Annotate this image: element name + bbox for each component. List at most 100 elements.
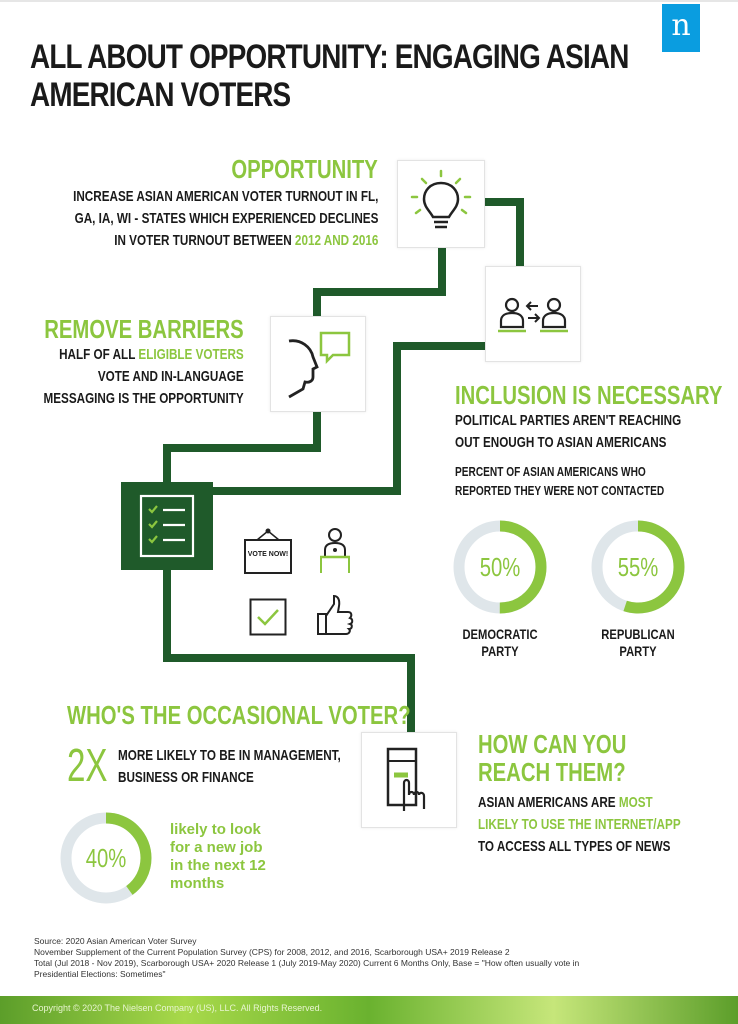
democratic-name-1: DEMOCRATIC <box>462 626 538 642</box>
page-title: ALL ABOUT OPPORTUNITY: ENGAGING ASIAN AM… <box>30 38 738 114</box>
inclusion-line-2: OUT ENOUGH TO ASIAN AMERICANS <box>455 434 667 451</box>
title-line-1: ALL ABOUT OPPORTUNITY: ENGAGING ASIAN <box>30 38 629 76</box>
job-donut <box>60 812 152 904</box>
opportunity-section: OPPORTUNITY <box>190 154 378 185</box>
connector-line <box>313 288 446 296</box>
inclusion-text: POLITICAL PARTIES AREN'T REACHING OUT EN… <box>455 410 738 454</box>
footer-bar: Copyright © 2020 The Nielsen Company (US… <box>0 996 738 1024</box>
connector-line <box>213 487 401 495</box>
connector-line <box>484 198 524 206</box>
occasional-heading: WHO'S THE OCCASIONAL VOTER? <box>67 700 411 730</box>
connector-line <box>163 444 321 452</box>
source-line-3: Total (Jul 2018 - Nov 2019), Scarborough… <box>34 958 580 968</box>
checklist-icon <box>139 494 195 558</box>
connector-line <box>393 342 485 350</box>
opportunity-line-3-text: IN VOTER TURNOUT BETWEEN <box>113 232 295 249</box>
inclusion-line-1: POLITICAL PARTIES AREN'T REACHING <box>455 412 682 429</box>
nielsen-logo: n <box>662 4 700 52</box>
connector-line <box>516 198 524 268</box>
inclusion-section: INCLUSION IS NECESSARY <box>455 380 738 411</box>
speech-icon-box <box>270 316 366 412</box>
reach-text: ASIAN AMERICANS ARE MOST LIKELY TO USE T… <box>478 792 738 858</box>
top-divider <box>0 0 738 2</box>
reach-line-2: LIKELY TO USE THE INTERNET/APP <box>478 816 681 833</box>
source-line-4: Presidential Elections: Sometimes" <box>34 969 166 979</box>
reach-most-highlight: MOST <box>618 794 653 811</box>
democratic-pct-label: 50% <box>479 552 521 582</box>
democratic-donut <box>453 520 547 614</box>
opportunity-years: 2012 AND 2016 <box>294 232 378 249</box>
opportunity-line-1: INCREASE ASIAN AMERICAN VOTER TURNOUT IN… <box>72 188 378 205</box>
republican-name-2: PARTY <box>619 643 657 659</box>
opportunity-line-3: IN VOTER TURNOUT BETWEEN 2012 AND 2016 <box>73 230 378 252</box>
democratic-label: DEMOCRATIC PARTY <box>451 626 549 660</box>
speaker-podium-icon <box>316 526 354 576</box>
reach-line-1-text: ASIAN AMERICANS ARE <box>478 794 619 811</box>
title-line-2: AMERICAN VOTERS <box>30 76 291 114</box>
job-line-2: for a new job <box>170 839 263 856</box>
republican-donut <box>591 520 685 614</box>
republican-pct-label: 55% <box>617 552 659 582</box>
source-notes: Source: 2020 Asian American Voter Survey… <box>34 936 579 980</box>
reach-line-3: TO ACCESS ALL TYPES OF NEWS <box>478 838 671 855</box>
job-donut-arc <box>60 812 152 904</box>
republican-label: REPUBLICAN PARTY <box>589 626 687 660</box>
reach-section: HOW CAN YOU REACH THEM? <box>478 730 668 786</box>
barriers-heading: REMOVE BARRIERS <box>44 314 244 344</box>
barriers-line-1-text: HALF OF ALL <box>59 346 139 363</box>
source-line-2: November Supplement of the Current Popul… <box>34 947 510 957</box>
multiplier-line-2: BUSINESS OR FINANCE <box>118 769 254 786</box>
barriers-line-3: MESSAGING IS THE OPPORTUNITY <box>43 390 244 407</box>
connector-line <box>163 570 171 662</box>
job-line-4: months <box>170 875 225 892</box>
job-pct: 40% <box>58 843 154 874</box>
barriers-line-2: VOTE AND IN-LANGUAGE <box>98 368 244 385</box>
exchange-icon-box <box>485 266 581 362</box>
multiplier-text: 2X <box>67 739 108 791</box>
job-text: likely to look for a new job in the next… <box>170 821 266 893</box>
connector-line <box>163 654 415 662</box>
multiplier-text-block: MORE LIKELY TO BE IN MANAGEMENT, BUSINES… <box>118 745 404 789</box>
inclusion-sub-2: REPORTED THEY WERE NOT CONTACTED <box>455 483 665 498</box>
multiplier-value: 2X <box>67 742 123 788</box>
reach-heading-1: HOW CAN YOU <box>478 729 627 759</box>
connector-line <box>393 342 401 494</box>
eligible-voters-highlight: ELIGIBLE VOTERS <box>138 346 244 363</box>
job-line-1: likely to look <box>170 821 261 838</box>
vote-sign-icon: VOTE NOW! <box>243 527 293 575</box>
phone-touch-icon <box>386 747 426 811</box>
barriers-section: REMOVE BARRIERS <box>0 314 244 345</box>
phone-icon-box <box>361 732 457 828</box>
connector-line <box>163 444 171 484</box>
opportunity-line-2: GA, IA, WI - STATES WHICH EXPERIENCED DE… <box>74 210 378 227</box>
checkbox-icon <box>249 598 287 636</box>
republican-donut-arc <box>591 520 685 614</box>
barriers-text: HALF OF ALL ELIGIBLE VOTERS VOTE AND IN-… <box>0 344 244 410</box>
inclusion-sub-1: PERCENT OF ASIAN AMERICANS WHO <box>455 464 646 479</box>
connector-line <box>438 246 446 294</box>
connector-line <box>313 288 321 318</box>
copyright-text: Copyright © 2020 The Nielsen Company (US… <box>32 1003 323 1013</box>
connector-line <box>313 410 321 450</box>
democratic-pct: 50% <box>451 552 549 583</box>
republican-name-1: REPUBLICAN <box>601 626 675 642</box>
opportunity-heading: OPPORTUNITY <box>231 154 378 184</box>
job-line-3: in the next 12 <box>170 857 266 874</box>
reach-heading-2: REACH THEM? <box>478 757 626 787</box>
people-exchange-icon <box>498 297 568 333</box>
reach-line-1: ASIAN AMERICANS ARE MOST <box>478 792 681 814</box>
inclusion-subtext: PERCENT OF ASIAN AMERICANS WHO REPORTED … <box>455 462 664 500</box>
job-pct-label: 40% <box>85 843 127 873</box>
head-speech-icon <box>288 331 351 399</box>
democratic-name-2: PARTY <box>481 643 519 659</box>
lightbulb-icon-box <box>397 160 485 248</box>
source-line-1: Source: 2020 Asian American Voter Survey <box>34 936 197 946</box>
multiplier-line-1: MORE LIKELY TO BE IN MANAGEMENT, <box>118 747 341 764</box>
inclusion-heading: INCLUSION IS NECESSARY <box>455 380 723 410</box>
lightbulb-icon <box>410 169 472 229</box>
occasional-section: WHO'S THE OCCASIONAL VOTER? <box>67 700 508 731</box>
republican-pct: 55% <box>589 552 687 583</box>
vote-now-label: VOTE NOW! <box>247 551 289 558</box>
democratic-donut-arc <box>453 520 547 614</box>
connector-line <box>407 654 415 732</box>
